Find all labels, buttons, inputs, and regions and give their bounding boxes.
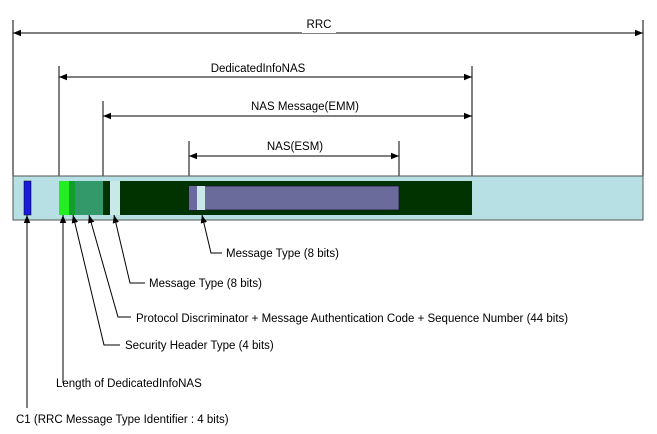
esm-body [188, 185, 400, 211]
nas-emm-span-label: NAS Message(EMM) [251, 101, 359, 113]
c1-label: C1 (RRC Message Type Identifier : 4 bits… [16, 414, 229, 426]
dedicated-info-nas-span: DedicatedInfoNAS [58, 63, 473, 218]
callout-leaders [23, 214, 222, 408]
c1-field [23, 180, 32, 216]
length-field [59, 181, 69, 215]
rrc-span-label: RRC [307, 19, 332, 31]
message-bar [12, 175, 644, 221]
length-label: Length of DedicatedInfoNAS [56, 378, 202, 390]
dedicated-info-nas-span-label: DedicatedInfoNAS [211, 63, 306, 75]
emm-message-type-label: Message Type (8 bits) [149, 278, 262, 290]
nas-esm-span-label: NAS(ESM) [267, 141, 323, 153]
esm-message-type-label: Message Type (8 bits) [226, 248, 339, 260]
esm-left-stripe [189, 186, 197, 210]
security-header-label: Security Header Type (4 bits) [125, 340, 274, 352]
esm-message-type-field [197, 186, 205, 210]
rrc-span: RRC [12, 19, 644, 218]
emm-message-type-field [110, 181, 120, 215]
pd-mac-sn-field [75, 181, 103, 215]
security-header-field [69, 181, 75, 215]
pd-mac-sn-label: Protocol Discriminator + Message Authent… [136, 313, 568, 325]
